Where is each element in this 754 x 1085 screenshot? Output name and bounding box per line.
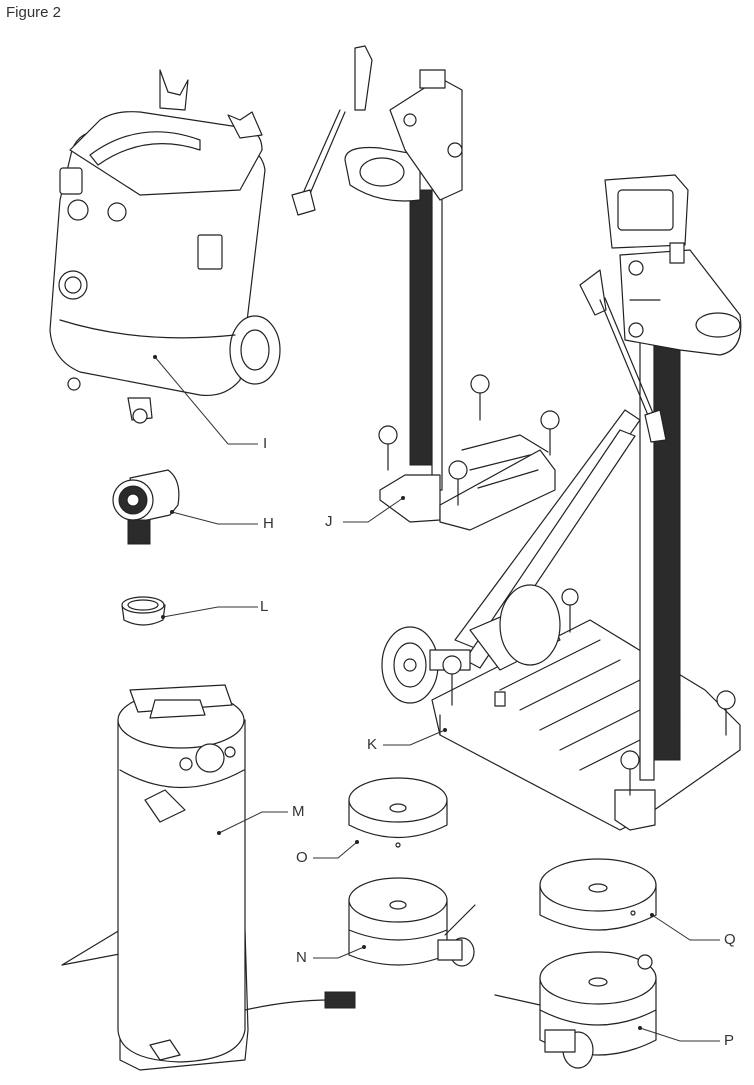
vacuum-cleaner-part bbox=[49, 69, 281, 424]
callout-i: I bbox=[263, 435, 268, 452]
callout-k: K bbox=[367, 736, 378, 753]
leader-lines bbox=[153, 355, 720, 1042]
vacuum-base-n-part bbox=[348, 877, 476, 967]
adapter-part bbox=[112, 469, 180, 545]
drill-stand-main-part bbox=[381, 174, 742, 831]
cap-part bbox=[121, 596, 166, 626]
vacuum-pump-part bbox=[61, 684, 356, 1071]
callout-q: Q bbox=[724, 931, 736, 948]
vacuum-base-p-part bbox=[494, 951, 657, 1069]
callout-o: O bbox=[296, 849, 308, 866]
figure-title: Figure 2 bbox=[6, 4, 62, 21]
plate-o-part bbox=[348, 777, 448, 848]
plate-q-part bbox=[539, 858, 657, 931]
callout-h: H bbox=[263, 515, 274, 532]
callout-m: M bbox=[292, 803, 305, 820]
callout-l: L bbox=[260, 598, 269, 615]
callout-n: N bbox=[296, 949, 307, 966]
callout-p: P bbox=[724, 1032, 735, 1049]
drill-stand-upper-part bbox=[291, 45, 560, 531]
callout-j: J bbox=[325, 513, 333, 530]
